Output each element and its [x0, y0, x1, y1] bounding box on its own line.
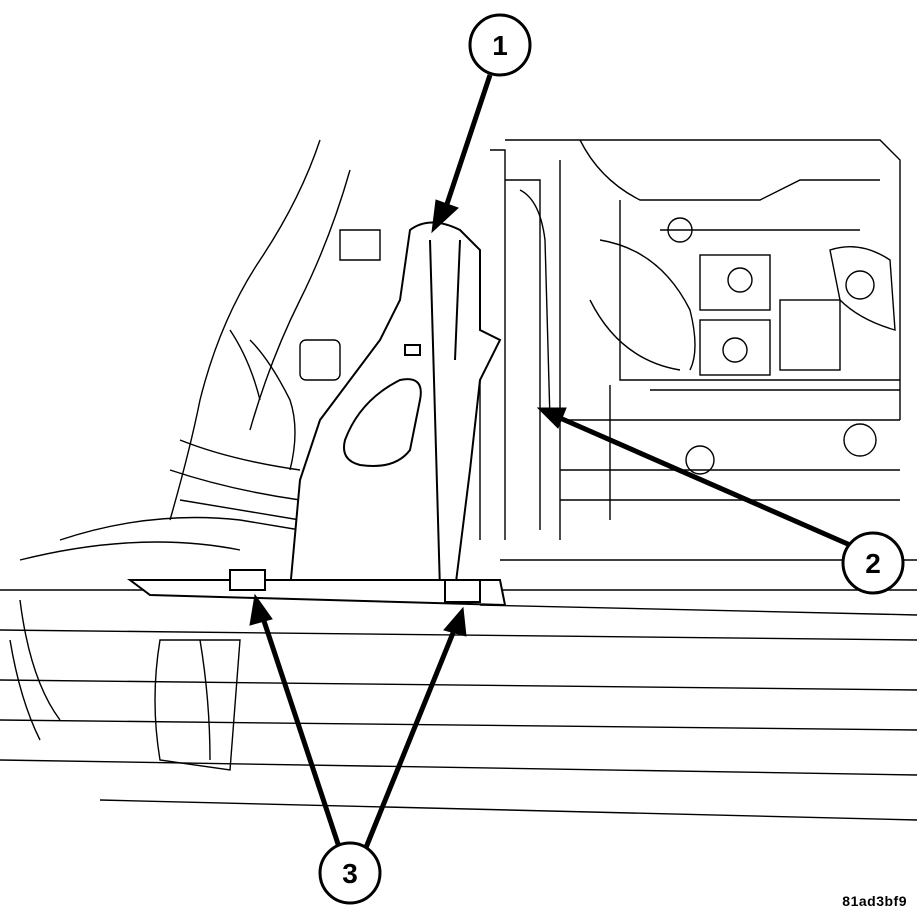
arrowhead-bolt-left [249, 593, 273, 626]
figure-code: 81ad3bf9 [842, 893, 907, 909]
callout-1: 1 [468, 13, 532, 77]
arrowhead-bolt-right [443, 606, 467, 637]
callout-3: 3 [318, 841, 382, 905]
arrowhead-panel [536, 407, 567, 429]
callout-3-number: 3 [342, 858, 358, 889]
callout-2: 2 [841, 531, 905, 595]
arrow-to-bracket [442, 74, 493, 211]
arrow-to-bolt-right [362, 627, 458, 851]
leader-arrows [249, 74, 852, 851]
arrowhead-bracket [431, 199, 459, 234]
bracket-support [127, 221, 507, 607]
arrow-to-panel [558, 415, 852, 548]
callout-1-number: 1 [492, 30, 508, 61]
callout-2-number: 2 [865, 548, 881, 579]
arrow-to-bolt-left [259, 614, 343, 851]
